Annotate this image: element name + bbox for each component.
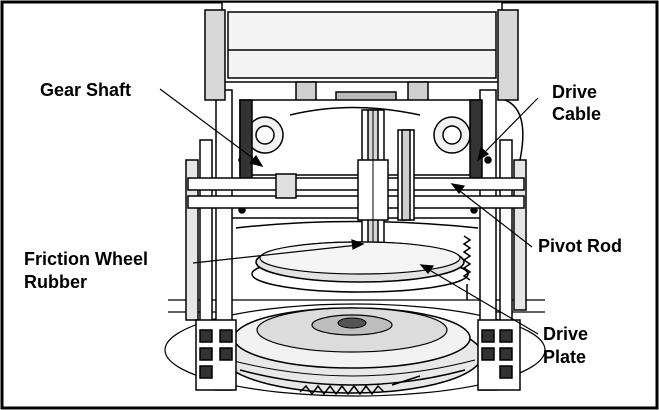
leader-lines <box>159 88 539 335</box>
drive-plate <box>251 241 469 293</box>
label-drive-cable-line2: Cable <box>552 104 601 124</box>
label-gear-shaft: Gear Shaft <box>40 80 131 100</box>
label-pivot-rod: Pivot Rod <box>538 236 622 256</box>
gear-housing <box>239 99 483 181</box>
label-drive-cable-line1: Drive <box>552 82 597 102</box>
pivot-rod-bars <box>187 173 525 229</box>
label-friction-wheel-line2: Rubber <box>24 272 87 292</box>
label-drive-plate-line1: Drive <box>543 324 588 344</box>
tension-spring <box>299 375 421 396</box>
label-friction-wheel-line1: Friction Wheel <box>24 249 148 269</box>
right-frame <box>470 89 527 391</box>
lower-pulley-assembly <box>164 303 546 397</box>
friction-wheel <box>357 109 415 262</box>
label-drive-plate-line2: Plate <box>543 347 586 367</box>
